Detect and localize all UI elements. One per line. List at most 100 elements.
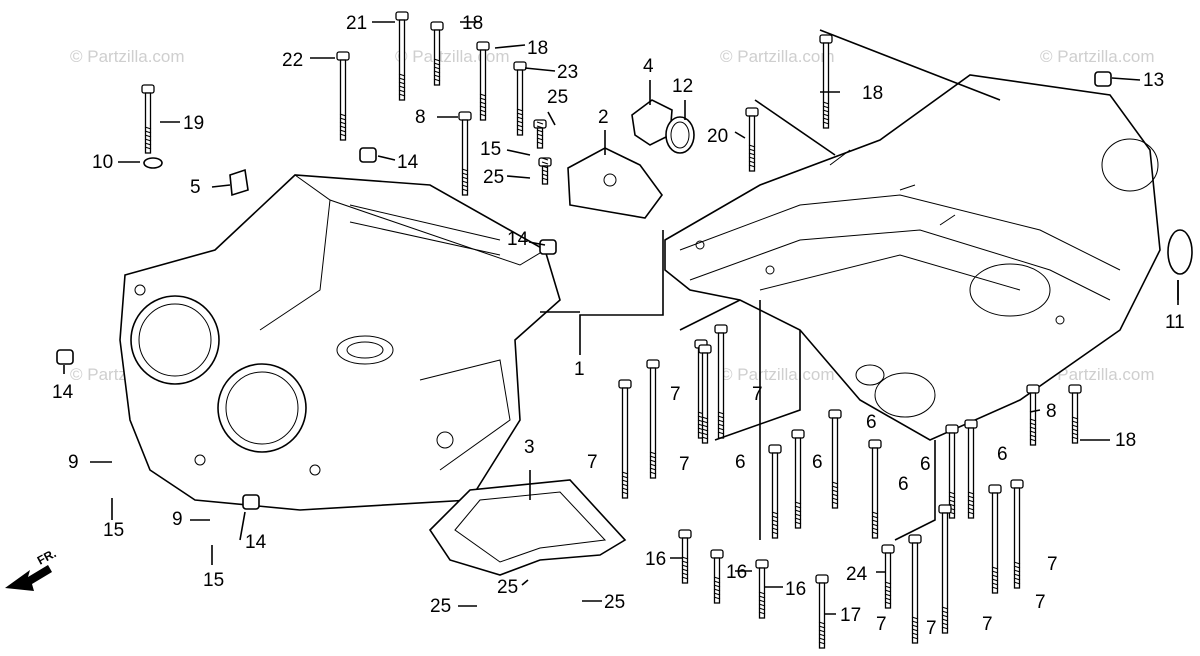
- bolt-icon: [336, 51, 350, 141]
- callout-17: 17: [840, 605, 861, 626]
- callout-7: 7: [670, 384, 681, 405]
- callout-9: 9: [172, 509, 183, 530]
- bolt-icon: [141, 84, 155, 154]
- callout-25: 25: [430, 596, 451, 617]
- callout-12: 12: [672, 76, 693, 97]
- bolt-icon: [646, 359, 660, 479]
- breather-cover: [567, 147, 663, 219]
- callout-18: 18: [527, 38, 548, 59]
- callout-7: 7: [752, 384, 763, 405]
- bolt-icon: [1068, 384, 1082, 444]
- lower-crankcase: [664, 74, 1161, 441]
- callout-25: 25: [483, 167, 504, 188]
- callout-7: 7: [982, 614, 993, 635]
- bolt-icon: [618, 379, 632, 499]
- bolt-icon: [1026, 384, 1040, 446]
- callout-4: 4: [643, 56, 654, 77]
- bolt-icon: [533, 119, 547, 149]
- bolt-icon: [755, 559, 769, 619]
- callout-2: 2: [598, 107, 609, 128]
- callout-9: 9: [68, 452, 79, 473]
- bolt-icon: [430, 21, 444, 86]
- callout-8: 8: [415, 107, 426, 128]
- callout-16: 16: [726, 562, 747, 583]
- callout-5: 5: [190, 177, 201, 198]
- callout-20: 20: [707, 126, 728, 147]
- callout-8: 8: [1046, 401, 1057, 422]
- callout-3: 3: [524, 437, 535, 458]
- callout-18: 18: [862, 83, 883, 104]
- watermark-text: © Partzilla.com: [720, 365, 835, 384]
- bolt-icon: [710, 549, 724, 604]
- callout-14: 14: [397, 152, 419, 173]
- bolt-icon: [538, 157, 552, 185]
- bolt-group: [141, 11, 1082, 649]
- callout-14: 14: [52, 382, 74, 403]
- callout-7: 7: [1035, 592, 1046, 613]
- callout-24: 24: [846, 564, 868, 585]
- callout-6: 6: [866, 412, 877, 433]
- callout-arrows: [63, 21, 1179, 615]
- bolt-icon: [513, 61, 527, 136]
- bolt-icon: [458, 111, 472, 196]
- callout-6: 6: [812, 452, 823, 473]
- upper-crankcase: [119, 174, 561, 511]
- oil-pan: [428, 479, 627, 576]
- bolt-icon: [791, 429, 805, 529]
- callout-1: 1: [574, 359, 585, 380]
- bolt-icon: [828, 409, 842, 509]
- bolt-icon: [745, 107, 759, 172]
- bolt-icon: [988, 484, 1002, 594]
- callout-19: 19: [183, 113, 204, 134]
- callout-14: 14: [245, 532, 267, 553]
- bolt-icon: [938, 504, 952, 634]
- callout-25: 25: [604, 592, 625, 613]
- callout-25: 25: [547, 87, 568, 108]
- bolt-icon: [395, 11, 409, 101]
- callout-7: 7: [926, 618, 937, 639]
- callout-6: 6: [997, 444, 1008, 465]
- callout-15: 15: [480, 139, 501, 160]
- callout-6: 6: [735, 452, 746, 473]
- bolt-icon: [908, 534, 922, 644]
- callout-23: 23: [557, 62, 578, 83]
- callout-21: 21: [346, 13, 367, 34]
- bolt-icon: [768, 444, 782, 539]
- callout-7: 7: [587, 452, 598, 473]
- callout-13: 13: [1143, 70, 1164, 91]
- watermark-text: © Partzilla.com: [720, 47, 835, 66]
- callout-10: 10: [92, 152, 113, 173]
- bolt-icon: [945, 424, 959, 519]
- callout-16: 16: [785, 579, 806, 600]
- bolt-icon: [698, 344, 712, 444]
- callout-6: 6: [920, 454, 931, 475]
- watermark-text: © Partzilla.com: [1040, 47, 1155, 66]
- callout-18: 18: [462, 13, 483, 34]
- callout-15: 15: [203, 570, 224, 591]
- callout-7: 7: [876, 614, 887, 635]
- watermark-text: © Partzilla.com: [395, 47, 510, 66]
- bolt-icon: [881, 544, 895, 609]
- bolt-icon: [964, 419, 978, 519]
- watermark-text: © Partzilla.com: [70, 47, 185, 66]
- callout-22: 22: [282, 50, 303, 71]
- callout-15: 15: [103, 520, 124, 541]
- small-parts: [56, 71, 1193, 510]
- callout-labels: 1 2 3 4 5 6 6 6 6 6 6 7 7 7 7 7 7 7 7 7 …: [52, 13, 1185, 639]
- callout-6: 6: [898, 474, 909, 495]
- bolt-icon: [678, 529, 692, 584]
- oil-filter-housing: [631, 99, 695, 154]
- bolt-icon: [714, 324, 728, 439]
- callout-18: 18: [1115, 430, 1136, 451]
- callout-25: 25: [497, 577, 518, 598]
- front-direction-arrow: FR.: [5, 546, 58, 591]
- bolt-icon: [1010, 479, 1024, 589]
- bolt-icon: [476, 41, 490, 121]
- callout-11: 11: [1165, 312, 1185, 333]
- callout-14: 14: [507, 229, 529, 250]
- callout-7: 7: [679, 454, 690, 475]
- front-marker-label: FR.: [35, 546, 59, 567]
- bolt-icon: [819, 34, 833, 129]
- callout-7: 7: [1047, 554, 1058, 575]
- bolt-icon: [868, 439, 882, 539]
